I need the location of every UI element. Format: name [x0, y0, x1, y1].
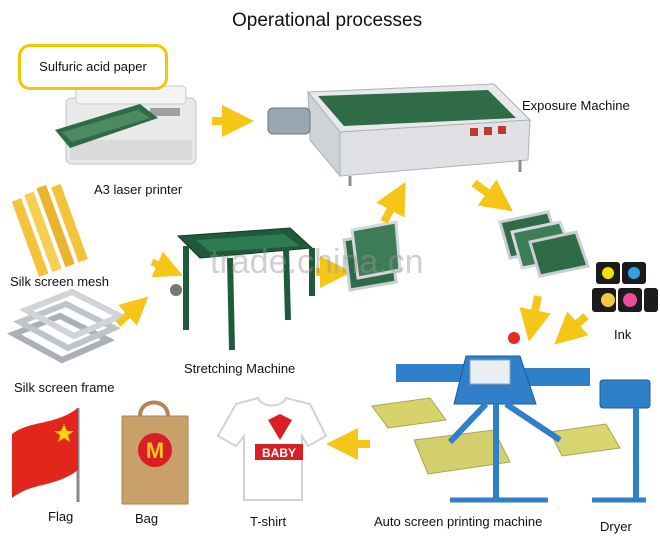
silk-screen-mesh-icon	[11, 183, 88, 277]
label-auto-screen-printing-machine: Auto screen printing machine	[374, 514, 543, 529]
sulfuric-acid-paper-callout: Sulfuric acid paper	[18, 44, 168, 90]
arrow-exposure-to-screens	[471, 179, 513, 212]
label-bag: Bag	[135, 511, 159, 526]
label-flag: Flag	[48, 509, 74, 524]
label-dryer: Dryer	[600, 519, 632, 534]
dryer-icon	[592, 379, 651, 503]
arrow-screens-to-auto	[519, 295, 551, 342]
tshirt-logo-text: BABY	[262, 446, 296, 460]
watermark-text: trade.china.cn	[210, 243, 424, 281]
label-silk-screen-mesh: Silk screen mesh	[10, 274, 109, 289]
arrow-mesh-to-stretching	[150, 251, 183, 278]
exposed-screens-icon	[498, 210, 590, 278]
auto-printing-machine-icon	[371, 332, 621, 503]
title-text: Operational processes	[232, 10, 423, 31]
label-stretching-machine: Stretching Machine	[184, 361, 296, 376]
arrow-frame-to-stretching	[115, 296, 149, 327]
flag-icon	[12, 408, 80, 502]
label-silk-screen-frame: Silk screen frame	[14, 380, 115, 395]
silk-screen-frame-icon	[6, 288, 128, 364]
bag-icon: M	[121, 400, 189, 505]
stretched-screens-icon	[342, 220, 402, 292]
tshirt-icon: BABY	[216, 396, 328, 501]
stretching-machine-icon	[170, 227, 315, 351]
bag-logo-text: M	[146, 438, 164, 463]
label-ink: Ink	[614, 327, 632, 342]
ink-cans-icon	[592, 262, 658, 312]
label-exposure-machine: Exposure Machine	[522, 98, 630, 113]
label-a3-laser-printer: A3 laser printer	[94, 182, 183, 197]
exposure-machine-icon	[267, 83, 532, 186]
arrow-ink-to-auto	[554, 311, 589, 345]
label-tshirt: T-shirt	[250, 514, 287, 529]
arrow-screens-to-exposure	[376, 181, 406, 224]
laser-printer-icon	[55, 85, 197, 165]
